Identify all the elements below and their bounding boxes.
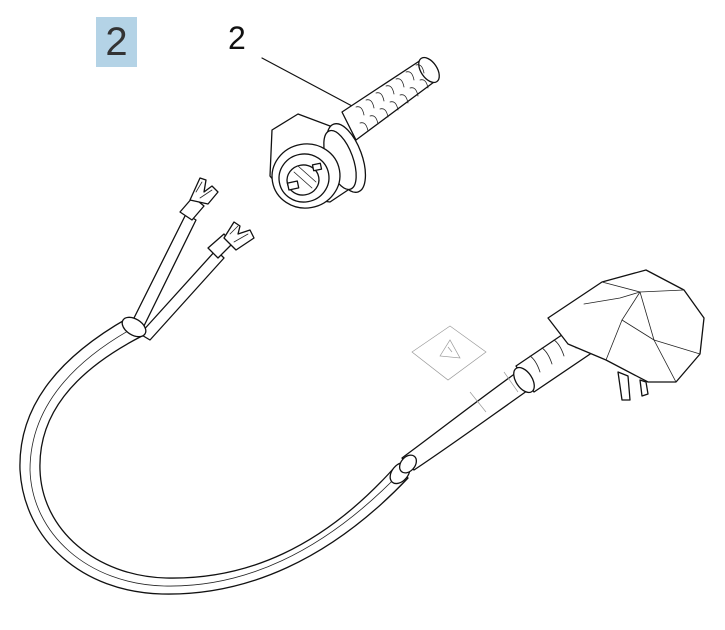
- position-badge: 2: [96, 17, 137, 67]
- spade-terminal-lower: [224, 222, 254, 250]
- power-cable-upper-segment: [396, 370, 534, 476]
- part-callout-number: 2: [228, 20, 246, 56]
- mains-plug: [548, 270, 704, 400]
- warning-label-sticker: [412, 326, 486, 380]
- wire-ends: [128, 197, 232, 340]
- heating-element-part[interactable]: [267, 54, 444, 213]
- callout-leader-line: [262, 58, 352, 106]
- power-cable-arc: [20, 313, 414, 594]
- heating-element-slots: [356, 65, 428, 131]
- spade-terminal-upper: [190, 178, 218, 204]
